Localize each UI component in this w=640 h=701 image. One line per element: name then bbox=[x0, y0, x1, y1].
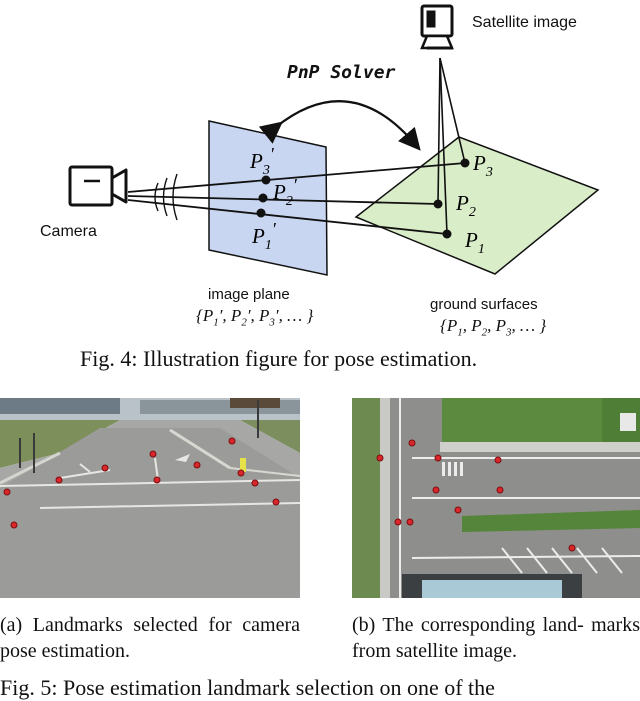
satellite-landmark-markers bbox=[376, 439, 576, 552]
figure-4-caption: Fig. 4: Illustration figure for pose est… bbox=[80, 346, 478, 371]
ground-surfaces-label: ground surfaces bbox=[430, 296, 538, 313]
label-p1-prime: P1′ bbox=[251, 219, 277, 253]
landmark-markers bbox=[3, 437, 280, 529]
label-p1: P1 bbox=[464, 228, 485, 257]
label-p2: P2 bbox=[455, 191, 476, 220]
image-plane-set: {P1′, P2′, P3′, … } bbox=[196, 306, 314, 329]
wave-lines-icon bbox=[154, 173, 178, 221]
satellite-rays bbox=[437, 57, 466, 235]
camera-view-photo bbox=[0, 398, 300, 598]
camera-rays bbox=[127, 162, 466, 235]
point-p2 bbox=[433, 199, 443, 209]
point-p3 bbox=[460, 158, 470, 168]
camera-icon bbox=[68, 165, 128, 207]
point-p1-prime bbox=[256, 208, 266, 218]
subcaption-b: (b) The corresponding land- marks from s… bbox=[352, 614, 640, 662]
image-plane-label: image plane bbox=[208, 286, 290, 303]
ground-set: {P1, P2, P3, … } bbox=[440, 316, 547, 339]
camera-label: Camera bbox=[40, 223, 97, 240]
point-p3-prime bbox=[261, 175, 271, 185]
satellite-icon bbox=[420, 4, 454, 50]
label-p3: P3 bbox=[472, 151, 493, 180]
figure-4-diagram: P3′ P2′ P1′ P3 P2 P1 bbox=[0, 0, 640, 340]
label-p3-prime: P3′ bbox=[249, 144, 275, 178]
pnp-solver-label: PnP Solver bbox=[287, 62, 396, 83]
point-p1 bbox=[442, 229, 452, 239]
point-p2-prime bbox=[258, 193, 268, 203]
subcaption-a: (a) Landmarks selected for camera pose e… bbox=[0, 614, 300, 662]
satellite-view-photo bbox=[352, 398, 640, 598]
ground-surface bbox=[354, 136, 600, 275]
label-p2-prime: P2′ bbox=[272, 175, 298, 209]
satellite-image-label: Satellite image bbox=[472, 14, 577, 31]
figure-5-caption: Fig. 5: Pose estimation landmark selecti… bbox=[0, 675, 495, 700]
pnp-solver-arrow bbox=[258, 100, 421, 151]
